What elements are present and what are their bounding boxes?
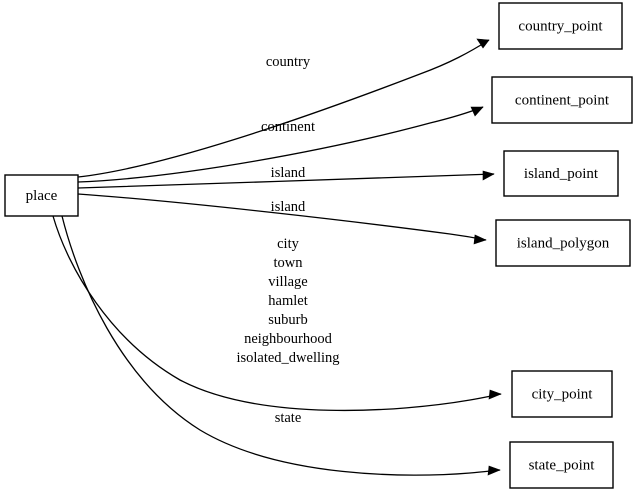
node-island_polygon[interactable]: island_polygon: [495, 219, 631, 267]
edge-label-edge-island-polygon: island: [271, 199, 306, 215]
edge-line: [77, 39, 490, 178]
edge-place-to-island_polygon: [77, 193, 487, 245]
arrowhead-icon: [476, 38, 490, 49]
edges-layer: [52, 38, 502, 476]
edge-label-line: isolated_dwelling: [236, 350, 339, 366]
edge-label-edge-country: country: [266, 54, 311, 70]
node-label: country_point: [518, 18, 603, 34]
arrowhead-icon: [482, 170, 495, 181]
edge-label-line: city: [277, 236, 299, 252]
edge-label-edge-city: city town village hamlet suburb neighbourhood…: [236, 236, 339, 366]
edge-label-edge-continent: continent: [261, 119, 315, 135]
edge-place-to-state_point: [61, 215, 501, 476]
edge-place-to-city_point: [52, 215, 502, 412]
node-box[interactable]: [511, 370, 613, 418]
node-continent_point[interactable]: continent_point: [491, 76, 633, 124]
edge-label-line: town: [274, 255, 304, 271]
edge-place-to-continent_point: [77, 106, 484, 183]
edge-label-line: suburb: [268, 312, 307, 328]
edge-line: [61, 215, 501, 476]
edge-label-line: state: [275, 410, 302, 426]
node-box[interactable]: [509, 441, 614, 489]
edge-label-line: village: [268, 274, 307, 290]
edge-label-line: island: [271, 165, 306, 181]
edge-line: [52, 215, 502, 412]
node-place[interactable]: place: [4, 174, 79, 217]
edge-label-line: neighbourhood: [244, 331, 333, 347]
edge-label-edge-island-point: island: [271, 165, 306, 181]
node-label: continent_point: [515, 92, 610, 108]
edge-place-to-island_point: [77, 170, 495, 189]
node-box[interactable]: [491, 76, 633, 124]
node-island_point[interactable]: island_point: [503, 150, 619, 197]
edge-label-line: continent: [261, 119, 315, 135]
edge-line: [77, 173, 495, 189]
nodes-layer: place country_point continent_point island_…: [4, 2, 633, 489]
node-label: state_point: [529, 457, 596, 473]
edge-label-line: island: [271, 199, 306, 215]
node-label: island_point: [524, 166, 599, 182]
node-country_point[interactable]: country_point: [498, 2, 623, 50]
node-label: island_polygon: [517, 235, 610, 251]
node-box[interactable]: [495, 219, 631, 267]
node-city_point[interactable]: city_point: [511, 370, 613, 418]
node-label: city_point: [532, 386, 594, 402]
edge-label-line: country: [266, 54, 311, 70]
node-box[interactable]: [4, 174, 79, 217]
arrowhead-icon: [473, 234, 487, 245]
edge-line: [77, 106, 484, 183]
node-state_point[interactable]: state_point: [509, 441, 614, 489]
edge-line: [77, 193, 487, 241]
edge-label-line: hamlet: [268, 293, 307, 309]
node-label: place: [26, 188, 58, 204]
node-box[interactable]: [503, 150, 619, 197]
arrowhead-icon: [470, 106, 484, 117]
edge-labels-layer: country continent island island city town vill…: [236, 54, 339, 426]
node-box[interactable]: [498, 2, 623, 50]
edge-place-to-country_point: [77, 38, 490, 178]
edge-label-edge-state: state: [275, 410, 302, 426]
arrowhead-icon: [487, 465, 501, 476]
arrowhead-icon: [488, 389, 502, 400]
